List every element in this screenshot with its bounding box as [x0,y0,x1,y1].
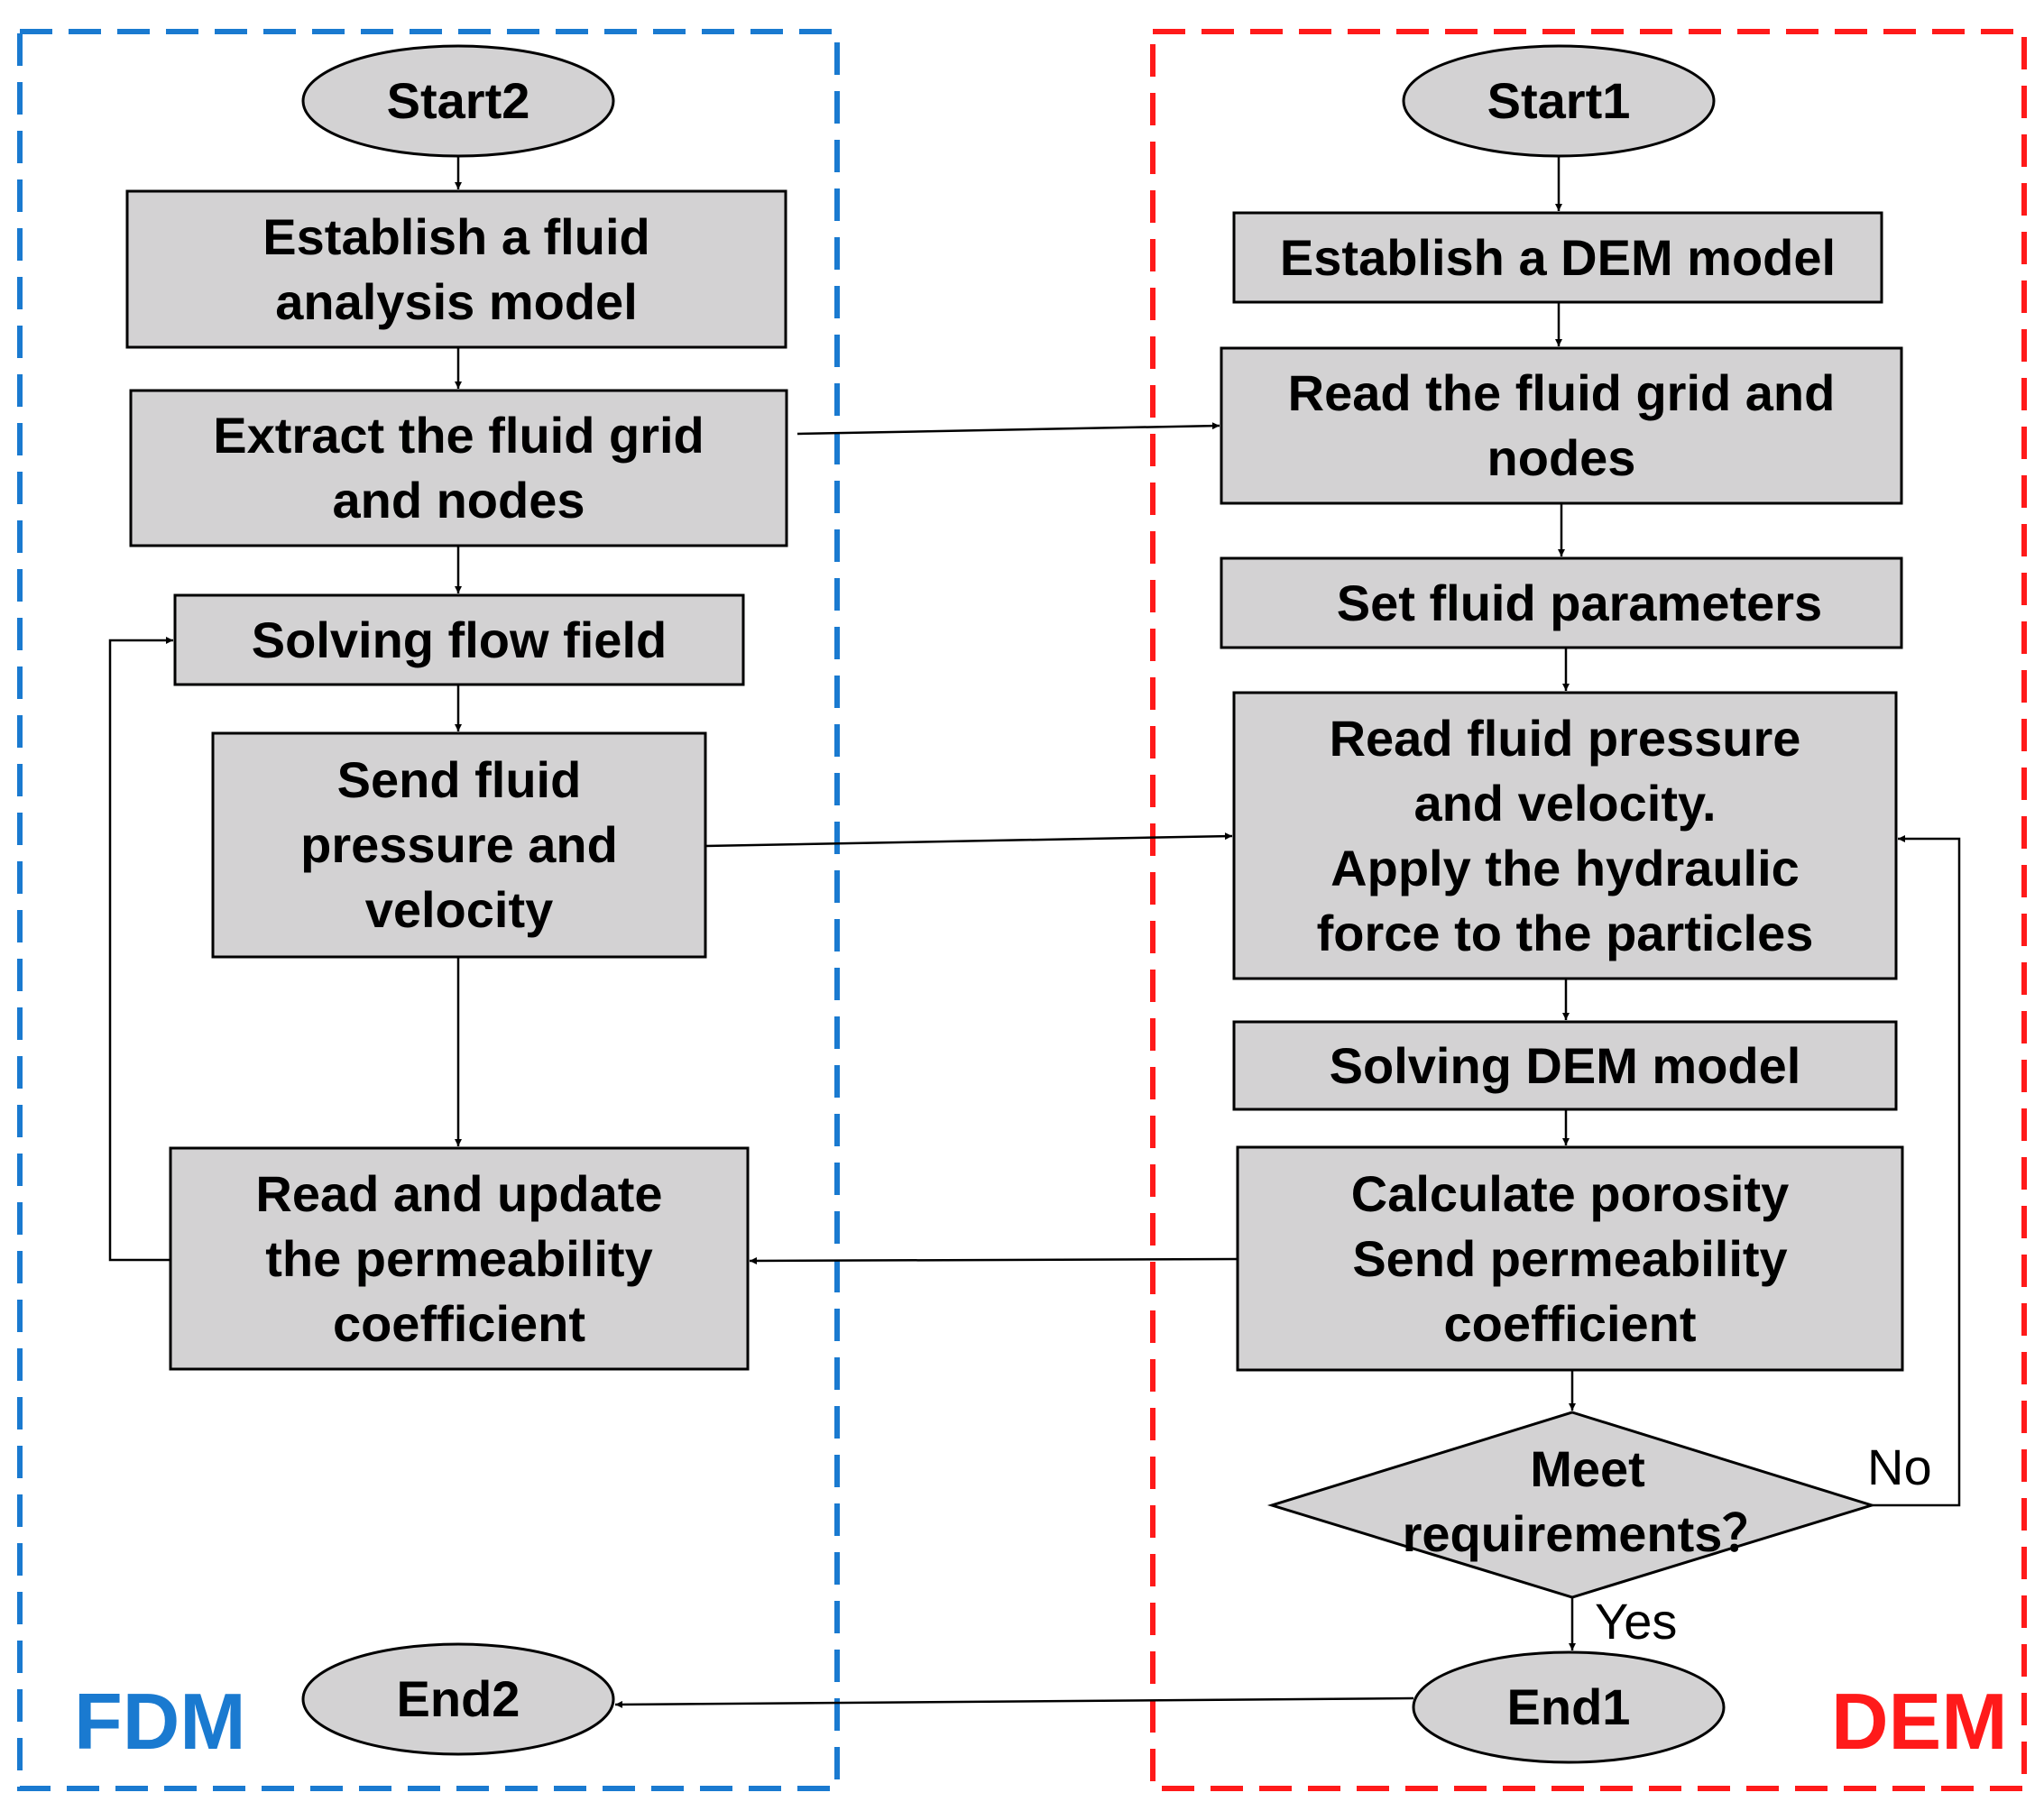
start2-node: Start2 [303,46,613,156]
end2-label: End2 [396,1670,520,1727]
decision-node: Meet requirements？ [1290,1434,1885,1569]
set-params-node: Set fluid parameters [1239,558,1920,648]
read-pressure-label: Read fluid pressure and velocity. Apply … [1316,709,1814,961]
edge-label-no: No [1867,1439,1932,1495]
read-grid-label: Read the fluid grid and nodes [1287,364,1836,486]
end1-label: End1 [1506,1678,1631,1735]
send-pressure-node: Send fluid pressure and velocity [213,733,705,957]
send-pressure-shape [211,731,707,959]
send-pressure-label: Send fluid pressure and velocity [300,751,618,938]
establish-dem-node: Establish a DEM model [1234,213,1882,302]
start2-label: Start2 [386,72,530,129]
edge-readupdate-loop-solving [108,637,173,1262]
solving-dem-node: Solving DEM model [1234,1022,1896,1109]
solving-dem-label: Solving DEM model [1329,1036,1801,1094]
edge-end1-to-end2 [614,1696,1414,1708]
dem-region-label: DEM [1831,1677,2008,1766]
end2-shape [301,1642,615,1756]
end1-shape [1412,1650,1726,1764]
edge-label-yes: Yes [1595,1593,1678,1650]
edge-decision-no-loop [1872,835,1961,1507]
end2-node: End2 [303,1644,613,1754]
end1-node: End1 [1413,1652,1724,1762]
edge-calc-to-readupdate [749,1256,1238,1264]
calc-porosity-label: Calculate porosity Send permeability coe… [1350,1164,1790,1352]
start1-label: Start1 [1487,72,1631,129]
establish-fluid-node: Establish a fluid analysis model [127,191,786,347]
solving-flow-node: Solving flow field [175,595,743,685]
establish-fluid-label: Establish a fluid analysis model [262,207,650,330]
read-grid-node: Read the fluid grid and nodes [1221,348,1901,503]
read-pressure-node: Read fluid pressure and velocity. Apply … [1234,693,1896,979]
solving-dem-shape [1232,1020,1898,1111]
fdm-region-frame [17,29,840,1791]
extract-grid-label: Extract the fluid grid and nodes [213,407,704,529]
edge-extract-to-readgrid [796,422,1220,436]
set-params-label: Set fluid parameters [1336,574,1823,631]
read-update-node: Read and update the permeability coeffic… [170,1148,748,1369]
establish-fluid-shape [125,189,787,349]
read-update-label: Read and update the permeability coeffic… [255,1164,663,1352]
read-grid-shape [1220,346,1903,505]
start1-node: Start1 [1404,46,1714,156]
read-pressure-shape [1232,691,1898,980]
solving-flow-shape [173,593,745,686]
establish-dem-label: Establish a DEM model [1279,228,1837,286]
calc-porosity-node: Calculate porosity Send permeability coe… [1238,1147,1902,1370]
fdm-region-label: FDM [74,1677,246,1766]
edge-send-to-readpressure [704,832,1233,848]
calc-porosity-shape [1236,1145,1904,1372]
extract-grid-node: Extract the fluid grid and nodes [131,391,787,546]
read-update-shape [169,1146,750,1371]
solving-flow-label: Solving flow field [251,611,668,668]
establish-dem-shape [1232,211,1883,304]
set-params-shape [1220,556,1903,649]
decision-label: Meet requirements？ [1402,1440,1773,1562]
